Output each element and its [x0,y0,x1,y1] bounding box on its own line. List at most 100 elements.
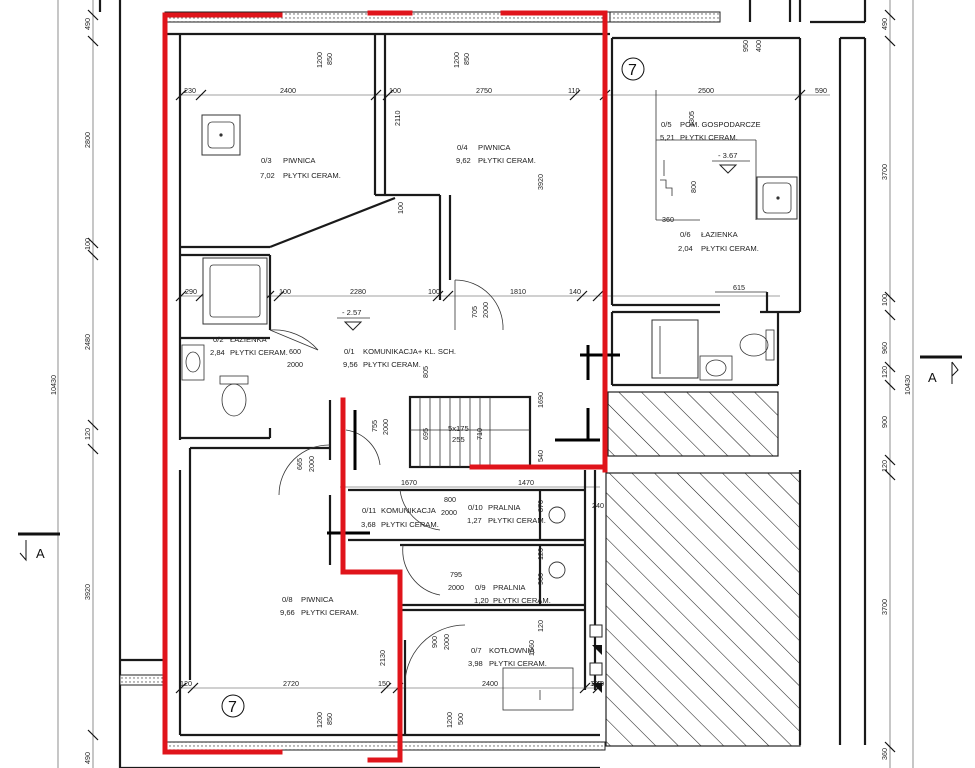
svg-text:3920: 3920 [83,584,92,600]
room-label: 0/1 KOMUNIKACJA+ KL. SCH. 9,56 PŁYTKI CE… [343,347,456,369]
svg-text:KOMUNIKACJA+ KL. SCH.: KOMUNIKACJA+ KL. SCH. [363,347,456,356]
svg-text:0/6: 0/6 [680,230,691,239]
svg-text:0/4: 0/4 [457,143,468,152]
svg-text:KOTŁOWNIA: KOTŁOWNIA [489,646,536,655]
toilet-icon-right [739,329,775,361]
axis-marker-bottom: 7 [221,694,245,718]
room-label: 0/3 PIWNICA 7,02 PŁYTKI CERAM. [260,156,341,180]
stairs-tread: 255 [452,435,465,444]
cross-marks [327,345,620,535]
dimension-lines [57,0,914,768]
svg-text:850: 850 [462,53,471,65]
svg-text:0/1: 0/1 [344,347,355,356]
svg-text:120: 120 [180,679,192,688]
svg-text:120: 120 [83,428,92,440]
svg-text:2720: 2720 [283,679,299,688]
svg-text:230: 230 [184,86,196,95]
svg-text:360: 360 [880,748,889,760]
svg-text:1690: 1690 [536,392,545,408]
svg-text:0/11: 0/11 [362,506,376,515]
axis-marker-top: 7 [621,57,645,81]
svg-text:1810: 1810 [510,287,526,296]
svg-text:805: 805 [421,366,430,378]
svg-text:2,84: 2,84 [210,348,225,357]
room-label: 0/10 PRALNIA 1,27 PŁYTKI CERAM. [467,503,546,525]
svg-text:1670: 1670 [401,478,417,487]
svg-text:9,62: 9,62 [456,156,471,165]
svg-text:2110: 2110 [393,111,402,126]
washbasin-icon [181,344,205,381]
svg-text:540: 540 [536,450,545,462]
svg-text:5,21: 5,21 [660,133,675,142]
svg-text:100: 100 [428,287,440,296]
svg-text:PRALNIA: PRALNIA [488,503,521,512]
svg-text:PŁYTKI CERAM.: PŁYTKI CERAM. [363,360,421,369]
toilet-icon [219,375,249,417]
svg-text:2000: 2000 [287,360,303,369]
svg-text:7: 7 [228,699,237,716]
svg-text:120: 120 [880,460,889,472]
svg-text:0/8: 0/8 [282,595,293,604]
svg-text:PŁYTKI CERAM.: PŁYTKI CERAM. [701,244,759,253]
svg-text:705: 705 [470,306,479,318]
svg-text:1560: 1560 [527,640,536,656]
room-label: 0/6 ŁAZIENKA 2,04 PŁYTKI CERAM. [678,230,759,253]
svg-text:PŁYTKI CERAM.: PŁYTKI CERAM. [488,516,546,525]
level-indicators: - 2.57 - 3.67 [337,151,750,331]
svg-text:2000: 2000 [442,634,451,650]
svg-text:2400: 2400 [482,679,498,688]
svg-text:1200: 1200 [315,52,324,68]
svg-text:120: 120 [880,366,889,378]
highlight-outline [162,10,608,763]
svg-text:490: 490 [83,752,92,764]
svg-text:PŁYTKI CERAM.: PŁYTKI CERAM. [493,596,551,605]
svg-text:PIWNICA: PIWNICA [283,156,316,165]
svg-text:ŁAZIENKA: ŁAZIENKA [230,335,268,344]
room-label: 0/8 PIWNICA 9,66 PŁYTKI CERAM. [280,595,359,617]
svg-text:PŁYTKI CERAM.: PŁYTKI CERAM. [489,659,547,668]
svg-text:PIWNICA: PIWNICA [301,595,334,604]
svg-text:7,02: 7,02 [260,171,275,180]
svg-text:3700: 3700 [880,599,889,615]
svg-text:1200: 1200 [452,52,461,68]
svg-text:615: 615 [733,283,745,292]
svg-text:950: 950 [741,40,750,52]
svg-text:0/3: 0/3 [261,156,272,165]
fixtures [181,114,798,579]
svg-text:600: 600 [289,347,301,356]
svg-text:490: 490 [880,18,889,30]
svg-text:A: A [928,370,937,385]
drain-icon [548,506,566,579]
svg-text:PŁYTKI CERAM.: PŁYTKI CERAM. [478,156,536,165]
svg-text:240: 240 [592,501,604,510]
level-label-1: - 3.67 [718,151,737,160]
svg-text:1200: 1200 [445,712,454,728]
svg-text:1470: 1470 [518,478,534,487]
svg-text:2750: 2750 [476,86,492,95]
svg-text:10430: 10430 [49,375,58,395]
svg-text:360: 360 [662,215,674,224]
stairs-label: 5x175 [448,424,469,433]
svg-text:710: 710 [475,428,484,440]
svg-text:PŁYTKI CERAM.: PŁYTKI CERAM. [283,171,341,180]
svg-text:100: 100 [880,294,889,306]
terrain-hatch-lower [605,472,801,747]
heater-icon [651,319,699,379]
svg-text:2000: 2000 [381,419,390,435]
svg-text:PRALNIA: PRALNIA [493,583,526,592]
svg-text:KOMUNIKACJA: KOMUNIKACJA [381,506,437,515]
svg-text:2280: 2280 [350,287,366,296]
svg-text:1305: 1305 [687,111,696,127]
svg-text:590: 590 [815,86,827,95]
svg-text:A: A [36,546,45,561]
door-swings [269,279,504,689]
washbasin-icon-right [699,355,733,381]
svg-text:0/2: 0/2 [213,335,224,344]
svg-text:3,98: 3,98 [468,659,483,668]
room-label: 0/9 PRALNIA 1,20 PŁYTKI CERAM. [474,583,551,605]
svg-text:100: 100 [279,287,291,296]
svg-text:150: 150 [378,679,390,688]
svg-text:110: 110 [568,86,579,95]
svg-text:0/10: 0/10 [468,503,483,512]
